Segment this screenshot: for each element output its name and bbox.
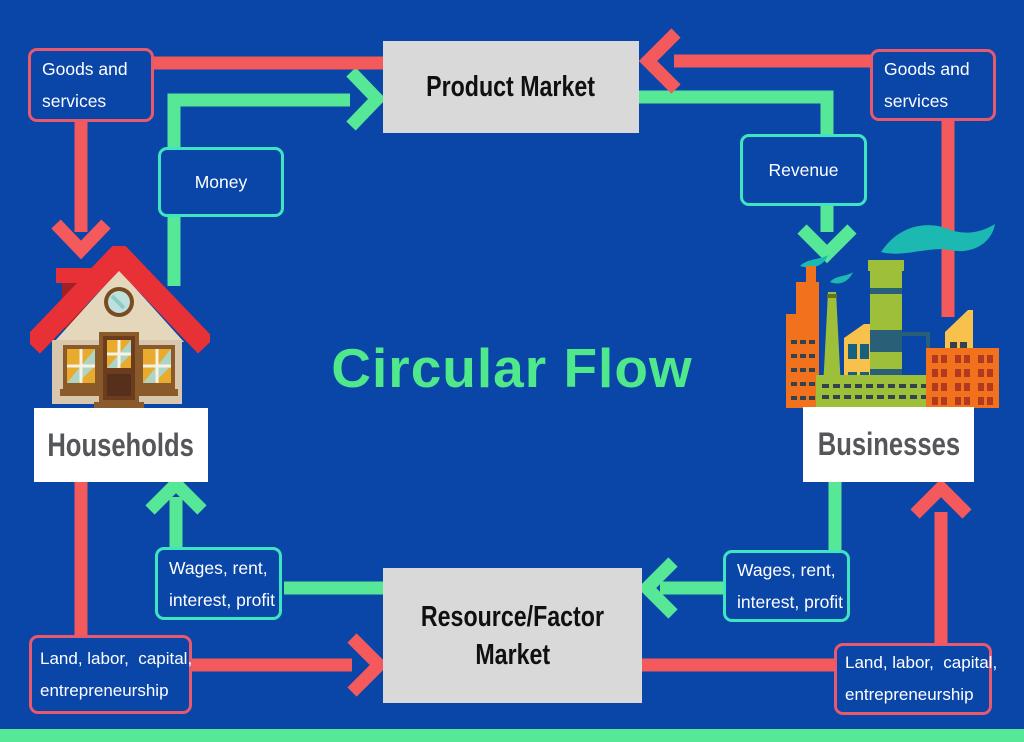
flow-box-line: Goods and: [884, 59, 970, 79]
red-flow-businesses-goods-product: [638, 28, 955, 317]
flow-box-line: interest, profit: [737, 592, 844, 612]
resource-market-node: Resource/Factor Market: [383, 568, 642, 703]
flow-box-money: Money: [158, 147, 284, 217]
flow-box-line: Wages, rent,: [737, 560, 836, 580]
green-flow-households-money-product: [167, 67, 387, 286]
product-market-node: Product Market: [383, 41, 639, 133]
flow-box-line: Land, labor, capital,: [40, 648, 193, 668]
bottom-accent-bar: [0, 729, 1024, 742]
flow-box-land-right: Land, labor, capital, entrepreneurship: [834, 643, 998, 715]
households-label: Households: [47, 426, 195, 463]
flow-box-goods-services-right: Goods and services: [870, 49, 996, 121]
flow-box-wages-left: Wages, rent, interest, profit: [155, 547, 282, 620]
product-market-label: Product Market: [426, 71, 596, 103]
flow-box-goods-services-left: Goods and services: [28, 48, 154, 122]
flow-box-line: interest, profit: [169, 589, 276, 610]
households-label-box: Households: [34, 408, 208, 482]
flow-box-line: services: [42, 91, 107, 111]
flow-box-line: Money: [194, 172, 248, 192]
red-flow-households-land-resource: [74, 480, 389, 697]
flow-box-line: entrepreneurship: [40, 680, 169, 700]
flow-box-line: Wages, rent,: [169, 557, 268, 578]
resource-market-label-line: Resource/Factor: [420, 600, 605, 633]
flow-box-line: entrepreneurship: [845, 685, 974, 704]
flow-box-line: Revenue: [768, 160, 839, 180]
flow-box-revenue: Revenue: [740, 134, 867, 206]
flow-box-land-left: Land, labor, capital, entrepreneurship: [29, 635, 192, 714]
businesses-label: Businesses: [817, 426, 960, 462]
resource-market-label-line: Market: [475, 638, 550, 671]
house-icon: [30, 246, 210, 412]
flow-box-wages-right: Wages, rent, interest, profit: [723, 550, 850, 622]
red-flow-resource-land-businesses: [640, 478, 972, 672]
factory-icon: [786, 224, 999, 408]
red-flow-product-goods-households: [51, 56, 385, 260]
businesses-label-box: Businesses: [803, 407, 974, 482]
flow-box-line: Land, labor, capital,: [845, 653, 998, 672]
green-flow-resource-wages-households: [145, 474, 383, 595]
diagram-title: Circular Flow: [331, 337, 693, 399]
flow-box-line: Goods and: [42, 59, 128, 79]
flow-box-line: services: [884, 91, 949, 111]
green-flow-businesses-wages-resource: [637, 480, 842, 619]
